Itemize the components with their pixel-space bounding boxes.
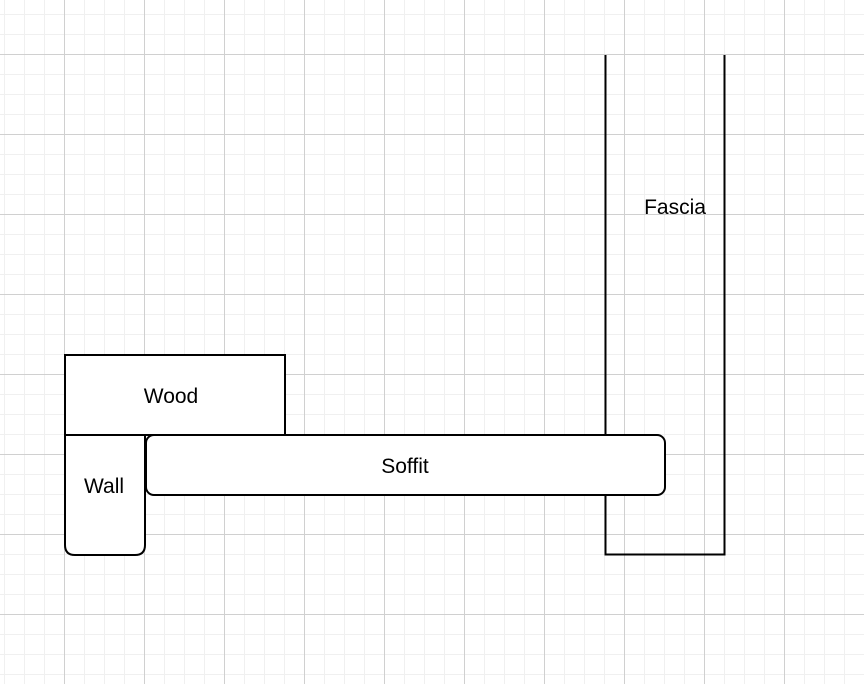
soffit-label: Soffit (381, 455, 429, 478)
soffit-shape[interactable]: Soffit (145, 434, 666, 496)
fascia-shape[interactable]: Fascia (604, 55, 726, 556)
wood-shape[interactable]: Wood (64, 354, 286, 436)
fascia-label: Fascia (644, 196, 706, 219)
wall-label: Wall (84, 475, 124, 498)
wall-shape[interactable]: Wall (64, 434, 146, 556)
wood-label: Wood (144, 385, 198, 408)
